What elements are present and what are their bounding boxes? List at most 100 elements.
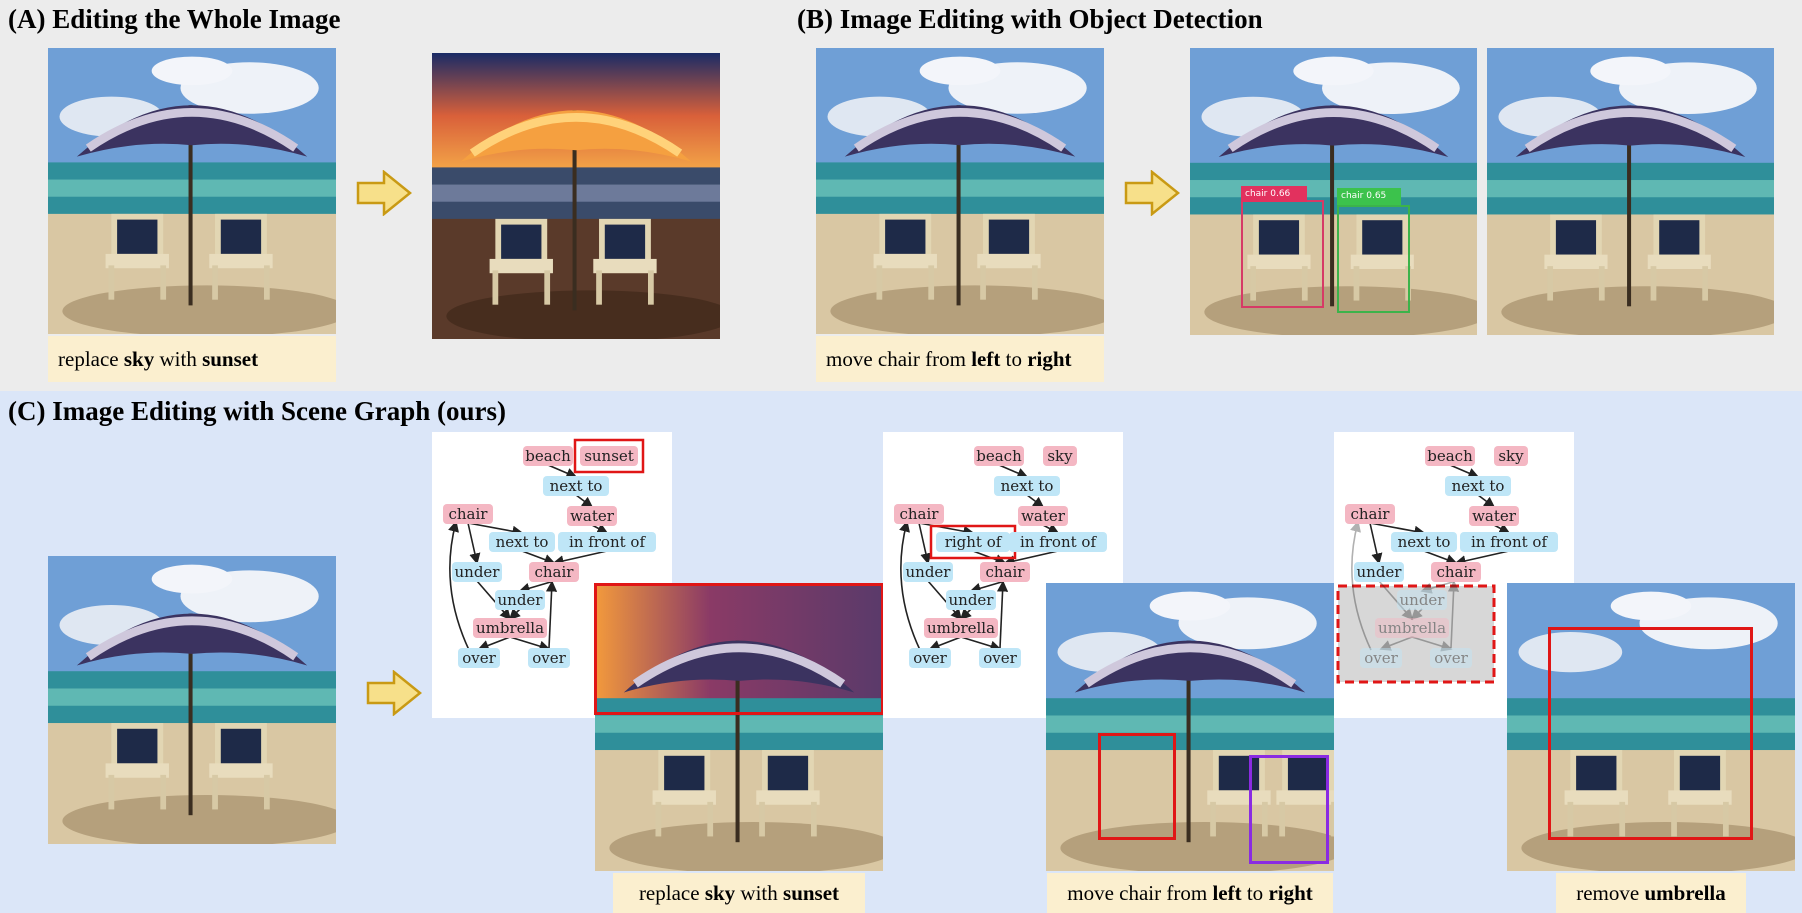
graph-node-umbrella: umbrella: [473, 618, 547, 638]
graph-node-label: chair: [1351, 505, 1391, 523]
right-arrow-icon: [1124, 170, 1180, 216]
graph-edge: [927, 580, 963, 621]
graph-node-bg: [1391, 532, 1457, 552]
graph-node-bg: [1430, 648, 1472, 668]
graph-edge: [547, 464, 578, 479]
graph-node-infront: in front of: [1009, 532, 1107, 552]
graph-node-bg: [1018, 506, 1068, 526]
graph-node-label: chair: [986, 563, 1026, 581]
graph-node-under1: under: [903, 562, 953, 582]
graph-node-label: over: [462, 649, 496, 667]
detection-box-left: [1241, 200, 1324, 308]
chair-source-box: [1098, 733, 1176, 840]
graph-node-over2: over: [1430, 648, 1472, 668]
graph-node-bg: [1009, 532, 1107, 552]
graph-node-bg: [980, 562, 1030, 582]
graph-node-bg: [1397, 590, 1447, 610]
graph-node-bg: [495, 590, 545, 610]
graph-node-label: under: [949, 591, 995, 609]
graph-node-bg: [543, 476, 609, 496]
beach-scene-drawing: [1507, 583, 1795, 871]
graph-node-label: under: [1357, 563, 1403, 581]
graph-node-bg: [529, 562, 579, 582]
right-arrow-icon: [366, 670, 422, 716]
caption-a-part: sunset: [202, 346, 259, 371]
caption-c2-part: left: [1212, 880, 1242, 905]
graph-edge: [467, 522, 481, 565]
section-b-title: (B) Image Editing with Object Detection: [797, 4, 1263, 34]
graph-node-sky: sky: [1043, 446, 1077, 466]
graph-edge: [960, 636, 1002, 652]
graph-node-bg: [580, 446, 638, 466]
caption-b: move chair from left to right: [816, 336, 1104, 382]
chair-target-box: [1249, 755, 1329, 864]
graph-node-label: sunset: [584, 447, 634, 465]
graph-node-bg: [567, 506, 617, 526]
graph-edge: [959, 608, 972, 621]
graph-node-infront: in front of: [558, 532, 656, 552]
caption-c2-part: right: [1268, 880, 1313, 905]
graph-node-bg: [894, 504, 944, 524]
graph-node-bg: [903, 562, 953, 582]
beach-scene-drawing: [1190, 48, 1477, 335]
beach-scene-drawing: [1046, 583, 1334, 871]
caption-c3-part: remove: [1576, 880, 1645, 905]
graph-node-label: under: [906, 563, 952, 581]
beach-scene-drawing: [432, 53, 720, 339]
graph-edge: [1477, 494, 1496, 508]
graph-edge: [996, 580, 1009, 649]
graph-node-bg: [1345, 504, 1395, 524]
graph-node-bg: [473, 618, 547, 638]
graph-edge: [1379, 636, 1413, 651]
graph-edge: [448, 520, 470, 651]
caption-c1-part: sunset: [783, 880, 840, 905]
graph-edge: [591, 523, 609, 534]
graph-node-bg: [528, 648, 570, 668]
caption-c1-part: with: [735, 880, 784, 905]
graph-node-label: water: [570, 507, 615, 525]
graph-edge: [1410, 608, 1423, 621]
beach-photo-original-b: [816, 48, 1104, 334]
beach-scene-drawing: [48, 48, 336, 334]
beach-photo-umbrella-removed: [1507, 583, 1795, 871]
graph-node-bg: [523, 446, 573, 466]
caption-c1: replace sky with sunset: [613, 873, 865, 913]
graph-node-under1: under: [1354, 562, 1404, 582]
graph-node-label: under: [1400, 591, 1446, 609]
graph-node-bg: [443, 504, 493, 524]
graph-edge: [1449, 464, 1480, 479]
graph-node-bg: [1375, 618, 1449, 638]
graph-edge: [552, 550, 608, 567]
graph-node-label: chair: [535, 563, 575, 581]
caption-c2-part: to: [1241, 880, 1269, 905]
graph-edge: [476, 580, 512, 621]
graph-node-bg: [936, 532, 1010, 552]
caption-a-part: with: [154, 346, 203, 371]
beach-photo-detection: [1190, 48, 1477, 335]
beach-scene-drawing: [816, 48, 1104, 334]
graph-edge: [1423, 550, 1458, 565]
graph-node-label: beach: [525, 447, 571, 465]
graph-node-chairR: chair: [529, 562, 579, 582]
graph-node-label: in front of: [569, 533, 646, 551]
graph-node-label: water: [1021, 507, 1066, 525]
graph-edge: [1447, 580, 1460, 649]
graph-edge: [1369, 522, 1383, 565]
graph-node-infront: in front of: [1460, 532, 1558, 552]
graph-edge: [1026, 494, 1045, 508]
graph-node-label: over: [1434, 649, 1468, 667]
sunset-edited-photo: [432, 53, 720, 339]
graph-node-label: next to: [1452, 477, 1505, 495]
caption-b-part: to: [1000, 346, 1028, 371]
detection-label-right: chair 0.65: [1337, 188, 1401, 205]
beach-photo-sky-replaced: [595, 583, 883, 871]
graph-node-label: next to: [1398, 533, 1451, 551]
beach-scene-drawing: [1487, 48, 1774, 335]
graph-edge: [508, 608, 521, 621]
graph-node-chairL: chair: [894, 504, 944, 524]
graph-node-label: under: [455, 563, 501, 581]
right-arrow-icon: [356, 170, 412, 216]
caption-a-part: sky: [123, 346, 155, 371]
graph-node-bg: [452, 562, 502, 582]
